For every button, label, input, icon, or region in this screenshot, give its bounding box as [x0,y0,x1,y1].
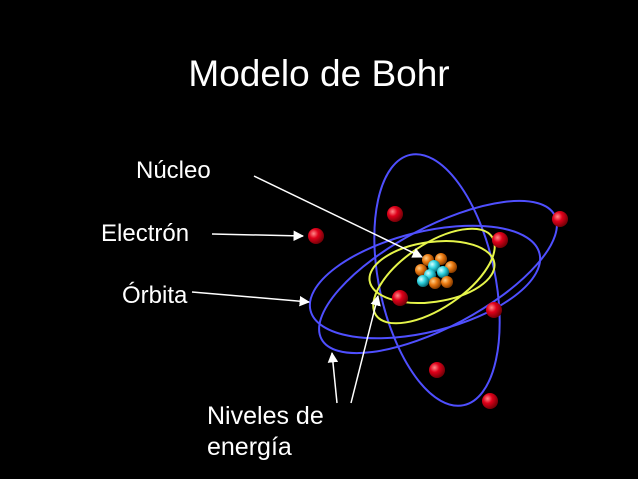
electron-icon [387,206,403,222]
slide-title: Modelo de Bohr [188,53,450,94]
electron-icon [429,362,445,378]
electrons [308,206,568,409]
proton-icon [441,276,453,288]
proton-icon [429,277,441,289]
electron-icon [552,211,568,227]
neutron-icon [428,260,440,272]
electron-label: Electrón [101,220,190,247]
proton-icon [415,264,427,276]
nucleus-label: Núcleo [136,157,211,184]
pointer-lines [191,175,423,404]
orbit-pointer [191,291,311,307]
nucleus-pointer [253,175,423,258]
electron-icon [308,228,324,244]
energy-levels-label-line1: Niveles de [207,402,324,430]
energy-level-pointer-2 [350,294,381,404]
electron-icon [482,393,498,409]
electron-icon [392,290,408,306]
neutron-icon [417,275,429,287]
orbit-blue-diagonal [318,199,558,355]
energy-levels-label-line2: energía [207,433,292,461]
orbit-label: Órbita [122,282,188,309]
nucleus [415,253,457,289]
electron-icon [486,302,502,318]
energy-levels-label: Niveles de energía [207,401,357,463]
electron-icon [492,232,508,248]
neutron-icon [437,266,449,278]
energy-level-pointer-1 [327,351,339,404]
electron-pointer [211,230,305,242]
